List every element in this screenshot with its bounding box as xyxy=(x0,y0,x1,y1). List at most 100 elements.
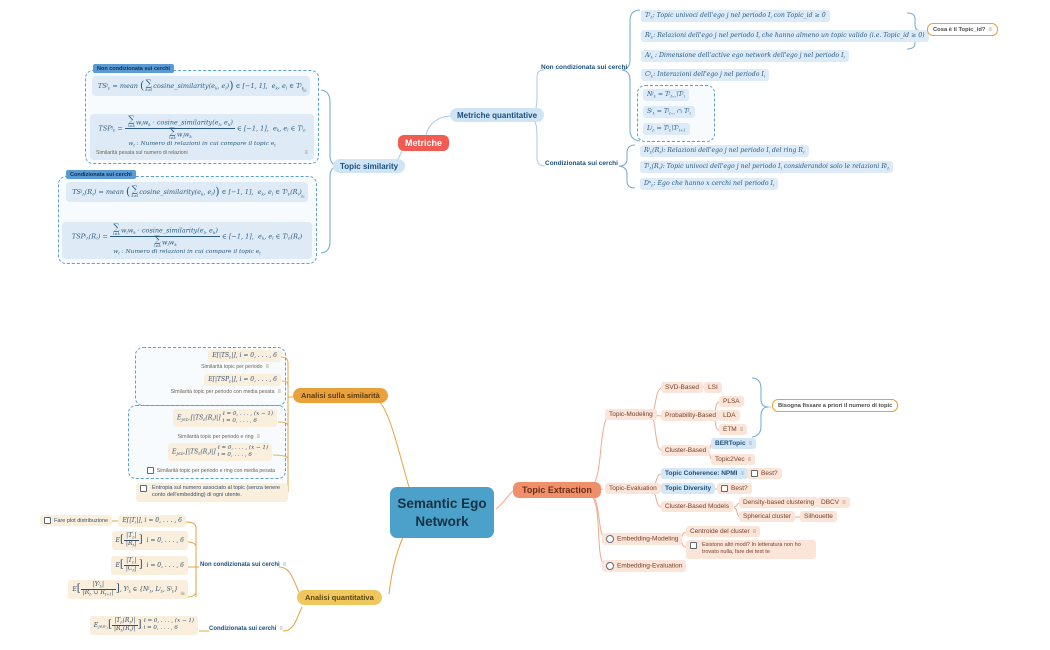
node-topic2vec[interactable]: Topic2Vec≡ xyxy=(711,454,756,465)
formula-e-t-su-r[interactable]: E[|TIᵢ||RIᵢ|] i = 0, . . . , 6 xyxy=(111,531,188,550)
node-density-clustering[interactable]: Density-based clustering xyxy=(739,497,819,508)
node-noncond-cerchi-quant[interactable]: Non condizionata sui cerchi≡ xyxy=(200,562,287,568)
note-fissare-numero-topic[interactable]: Bisogna fissare a priori il numero di to… xyxy=(772,399,899,412)
task-checkbox[interactable] xyxy=(721,485,728,492)
notes-icon[interactable]: ≡ xyxy=(282,562,287,568)
node-analisi-similarita[interactable]: Analisi sulla similarità xyxy=(293,388,388,403)
node-svd-based[interactable]: SVD-Based xyxy=(661,382,703,393)
notes-icon[interactable]: ≡ xyxy=(842,500,846,506)
node-silhouette[interactable]: Silhouette xyxy=(800,511,837,522)
formula-e-y[interactable]: E[|YjIᵢ||RIᵢ ∪ RI+1|], YjIᵢ ∈ {NjIᵢ, LjI… xyxy=(68,580,188,599)
notes-icon[interactable]: ≡ xyxy=(265,364,269,370)
node-topic-similarity[interactable]: Topic similarity xyxy=(333,159,406,173)
notes-icon[interactable]: ≡ xyxy=(256,434,260,440)
def-active-ego-network[interactable]: AjIᵢ : Dimensione dell'active ego networ… xyxy=(641,50,849,62)
node-embedding-modeling[interactable]: Embedding-Modeling xyxy=(602,533,683,545)
node-lsi[interactable]: LSI xyxy=(704,382,722,393)
node-spherical-cluster[interactable]: Spherical cluster xyxy=(739,511,796,522)
note-topic-id[interactable]: Cosa è il Topic_id?≡ xyxy=(927,23,998,36)
node-topic-evaluation[interactable]: Topic-Evaluation xyxy=(605,483,661,494)
set-formula-lost[interactable]: LjIᵢ = TjIᵢ\Tji+1 xyxy=(643,123,690,135)
notes-icon[interactable]: ≡ xyxy=(277,389,281,395)
formula-e-ts-ring-pesata[interactable]: EJ∈Dˣᵢ[|TSIᵢ(Rℓ)|] ℓ = 0, . . . , (x − 1… xyxy=(168,443,272,462)
def-relazioni[interactable]: RjIᵢ: Relazioni dell'ego j nel periodo I… xyxy=(641,30,929,42)
boundary-noncond-label: Non condizionata sui cerchi xyxy=(93,64,175,73)
task-checkbox-circle[interactable] xyxy=(606,562,614,570)
node-best-coherence[interactable]: Best? xyxy=(747,468,782,480)
task-checkbox-circle[interactable] xyxy=(606,535,614,543)
label-sim-periodo-pesata: Similarità topic per periodo con media p… xyxy=(170,389,281,395)
def-interazioni[interactable]: CjIᵢ: Interazioni dell'ego j nel periodo… xyxy=(641,69,770,81)
node-cluster-based-models[interactable]: Cluster-Based Models xyxy=(661,501,733,512)
task-checkbox[interactable] xyxy=(140,485,147,492)
cond-item-relazioni-ring[interactable]: RjIᵢ(Rℓ): Relazioni dell'ego j nel perio… xyxy=(640,145,809,157)
node-noncond-sui-cerchi[interactable]: Non condizionata sui cerchi xyxy=(541,64,628,71)
node-metriche[interactable]: Metriche xyxy=(398,135,450,151)
notes-icon[interactable]: ≡ xyxy=(179,590,185,598)
boundary-cond-label: Condizionata sui cerchi xyxy=(66,170,136,179)
node-bertopic[interactable]: BERTopic≡ xyxy=(711,438,757,449)
task-checkbox[interactable] xyxy=(690,542,697,549)
node-etm[interactable]: ETM≡ xyxy=(719,424,748,435)
notes-icon[interactable]: ≡ xyxy=(748,441,753,447)
task-checkbox[interactable] xyxy=(44,517,51,524)
node-best-diversity[interactable]: Best? xyxy=(717,483,752,495)
formula-e-ts-ring[interactable]: EJ∈Dˣᵢ[|TSIᵢ(Rℓ)|] ℓ = 0, . . . , (x − 1… xyxy=(173,409,277,428)
cond-item-topic-univoci-ring[interactable]: TjIᵢ(Rℓ): Topic univoci dell'ego j nel p… xyxy=(640,161,894,173)
notes-icon[interactable]: ≡ xyxy=(279,626,283,632)
label-sim-ring: Similarità topic per periodo e ring≡ xyxy=(177,434,260,440)
node-cond-cerchi-quant[interactable]: Condizionata sui cerchi≡ xyxy=(209,626,283,632)
cond-item-ego-cerchi[interactable]: DxIᵢ: Ego che hanno x cerchi nel periodo… xyxy=(640,178,779,190)
task-checkbox[interactable] xyxy=(146,467,154,474)
checkbox-fare-plot[interactable]: Fare plot distribuzione xyxy=(40,515,113,526)
node-probability-based[interactable]: Probability-Based xyxy=(661,410,720,421)
formula-e-t[interactable]: E[|Ti|], i = 0, . . . , 6 xyxy=(118,515,186,527)
notes-icon[interactable]: ≡ xyxy=(752,529,757,535)
node-cluster-based[interactable]: Cluster-Based xyxy=(661,445,711,456)
node-topic-diversity[interactable]: Topic Diversity xyxy=(661,483,716,494)
def-topic-univoci[interactable]: TjIᵢ: Topic univoci dell'ego j nel perio… xyxy=(641,10,830,22)
notes-icon[interactable]: ≡ xyxy=(299,193,305,201)
notes-icon[interactable]: ≡ xyxy=(740,471,744,477)
formula-e-tsp[interactable]: E[|TSPIᵢ|], i = 0, . . . , 6 xyxy=(204,374,281,386)
node-root-semantic-ego-network[interactable]: Semantic Ego Network xyxy=(390,487,494,539)
label-sim-ring-pesata: Similarità topic per periodo e ring con … xyxy=(146,467,275,474)
node-lda[interactable]: LDA xyxy=(719,410,740,421)
node-topic-coherence-npmi[interactable]: Topic Coherence: NPMI≡ xyxy=(661,468,748,479)
node-embedding-evaluation[interactable]: Embedding-Evaluation xyxy=(602,560,687,572)
node-dbcv[interactable]: DBCV≡ xyxy=(817,497,850,508)
node-metriche-quantitative[interactable]: Metriche quantitative xyxy=(450,108,545,122)
notes-icon[interactable]: ≡ xyxy=(301,87,307,95)
formula-e-t-ring[interactable]: EJ∈DˣIᵢ[|TIᵢ(Rℓ)||RIᵢ(Rℓ)|] ℓ = 0, . . .… xyxy=(89,616,198,635)
notes-icon[interactable]: ≡ xyxy=(747,457,752,463)
note-entropia[interactable]: Entropia sul numero associato al topic (… xyxy=(136,483,288,502)
formula-tspr-note: wt : Numero di relazioni in cui compare … xyxy=(113,248,261,255)
formula-e-t-su-c[interactable]: E[|TIᵢ||CIᵢ|] i = 0, . . . , 6 xyxy=(111,556,188,575)
note-esistono-altri-modi[interactable]: Esistono altri modi? In letteratura non … xyxy=(686,540,816,559)
set-formula-new[interactable]: NjIᵢ = TjIᵢ₊₁\Tji xyxy=(643,89,689,101)
node-topic-modeling[interactable]: Topic-Modeling xyxy=(605,409,657,420)
node-topic-extraction[interactable]: Topic Extraction xyxy=(513,482,601,498)
task-checkbox[interactable] xyxy=(751,470,758,477)
node-plsa[interactable]: PLSA xyxy=(719,396,744,407)
formula-tsp-label: Similarità pesata sul numero di relazion… xyxy=(96,150,188,157)
label-sim-periodo: Similarità topic per periodo≡ xyxy=(201,364,269,370)
node-analisi-quantitativa[interactable]: Analisi quantitativa xyxy=(297,590,382,605)
node-cond-sui-cerchi[interactable]: Condizionata sui cerchi xyxy=(545,160,618,167)
notes-icon[interactable]: ≡ xyxy=(304,149,308,156)
note-topic-id-text: Cosa è il Topic_id? xyxy=(933,26,986,33)
notes-icon[interactable]: ≡ xyxy=(988,26,992,33)
set-formula-stable[interactable]: SjIᵢ = TjIᵢ₊₁ ∩ Tji xyxy=(643,106,695,118)
notes-icon[interactable]: ≡ xyxy=(739,427,744,433)
node-centroide-cluster[interactable]: Centroide del cluster≡ xyxy=(686,526,761,537)
formula-e-ts[interactable]: E[|TSIᵢ|], i = 0, . . . , 6 xyxy=(208,350,281,362)
note-entropia-text: Entropia sul numero associato al topic (… xyxy=(152,485,281,499)
